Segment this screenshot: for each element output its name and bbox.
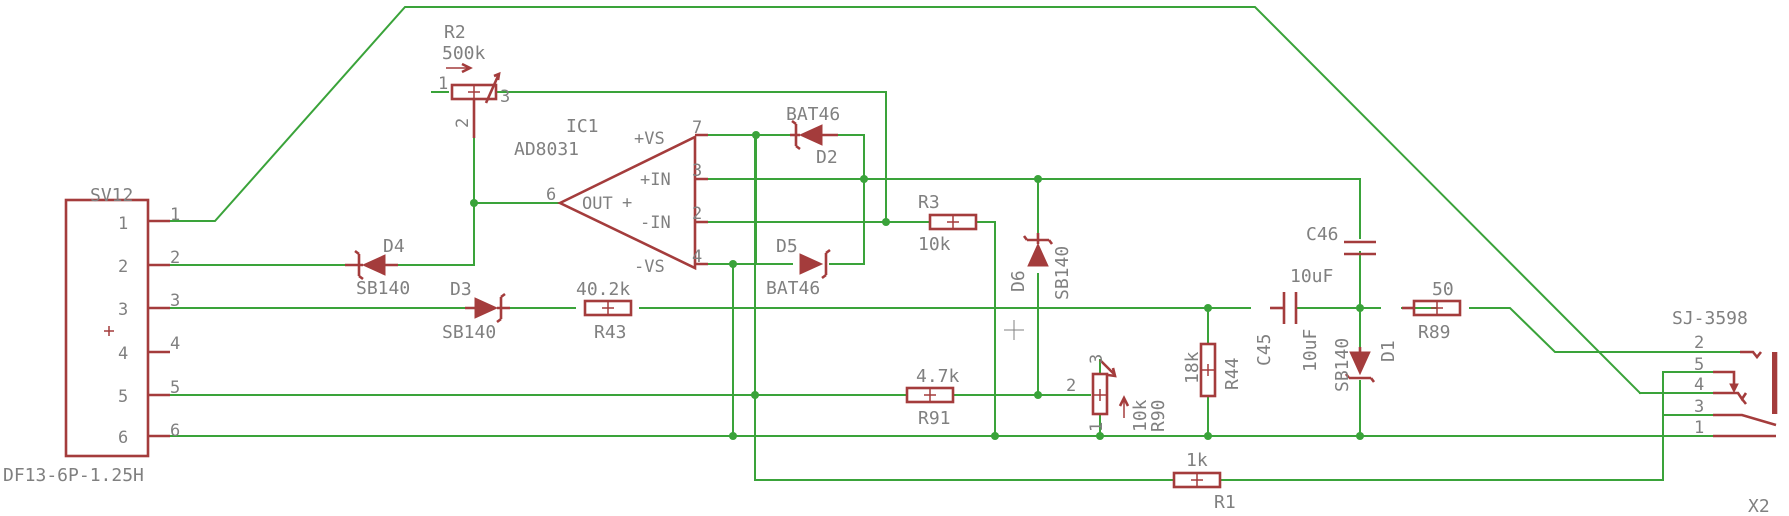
svg-text:+: + (622, 193, 632, 213)
sv12-pin-num-5: 5 (170, 378, 180, 398)
r91-value: 4.7k (916, 366, 960, 387)
sv12-pin-num-3: 3 (170, 291, 180, 311)
sv12-pin-num-2: 2 (170, 248, 180, 268)
r1-value: 1k (1186, 450, 1208, 471)
r90-value: 10k (1130, 399, 1151, 432)
c45-value: 10uF (1300, 329, 1321, 372)
opamp-ic1: IC1 AD8031 OUT + +VS +IN -IN -VS 6 7 3 2… (514, 116, 708, 277)
ic1-out-label: OUT (582, 194, 613, 214)
x2-value: SJ-3598 (1672, 308, 1748, 329)
r90-pin-1: 1 (1087, 422, 1107, 432)
diode-d3: D3 SB140 (442, 279, 510, 343)
sv12-pin-num-6: 6 (170, 421, 180, 441)
ic1-inp-label: +IN (640, 170, 671, 190)
r43-name: R43 (594, 322, 627, 343)
sv12-pin-label-5: 5 (118, 387, 128, 407)
junctions (470, 131, 1364, 440)
ic1-value: AD8031 (514, 139, 579, 160)
origin-cross (1004, 320, 1024, 340)
ic1-pin-out: 6 (546, 185, 556, 205)
resistor-r89: 50 R89 (1402, 279, 1462, 343)
r90-name: R90 (1148, 399, 1169, 432)
resistor-r3: R3 10k (918, 192, 978, 255)
r89-value: 50 (1432, 279, 1454, 300)
capacitor-c45: C45 10uF (1254, 292, 1321, 372)
ic1-vsn-label: -VS (634, 257, 665, 277)
wires (167, 6, 1754, 481)
resistor-r1: 1k R1 (1172, 450, 1236, 513)
d2-value: BAT46 (786, 104, 840, 125)
r91-name: R91 (918, 408, 951, 429)
c46-name: C46 (1306, 224, 1339, 245)
d5-value: BAT46 (766, 278, 820, 299)
sv12-value: DF13-6P-1.25H (3, 465, 144, 486)
r2-pin-1: 1 (438, 74, 448, 94)
diode-d6: D6 SB140 (1008, 233, 1073, 300)
x2-name: X2 (1748, 496, 1770, 516)
potentiometer-r90: 2 3 1 10k R90 (1066, 354, 1169, 432)
sv12-name: SV12 (90, 185, 133, 206)
ic1-pin-inp: 3 (692, 161, 702, 181)
resistor-r44: 18k R44 (1182, 342, 1243, 398)
sv12-pin-label-2: 2 (118, 257, 128, 277)
ic1-pin-vsp: 7 (692, 118, 702, 138)
diode-d2: BAT46 D2 (786, 104, 840, 168)
d5-name: D5 (776, 236, 798, 257)
c46-value: 10uF (1290, 266, 1333, 287)
diode-d4: D4 SB140 (345, 236, 410, 299)
r2-pin-3: 3 (500, 87, 510, 107)
r2-pin-2: 2 (453, 118, 473, 128)
d1-name: D1 (1378, 340, 1399, 362)
jack-x2: SJ-3598 X2 2 5 4 3 1 (1672, 308, 1778, 516)
c45-name: C45 (1254, 333, 1275, 366)
r2-name: R2 (444, 22, 466, 43)
r2-value: 500k (442, 43, 486, 64)
sv12-pin-label-6: 6 (118, 428, 128, 448)
r44-value: 18k (1182, 351, 1203, 384)
x2-pin-4: 4 (1694, 375, 1704, 395)
r43-value: 40.2k (576, 279, 630, 300)
resistor-r91: 4.7k R91 (905, 366, 960, 429)
d1-value: SB140 (1332, 338, 1353, 392)
r3-value: 10k (918, 234, 951, 255)
sv12-pin-label-1: 1 (118, 214, 128, 234)
x2-pin-5: 5 (1694, 355, 1704, 375)
ic1-name: IC1 (566, 116, 599, 137)
x2-pin-2: 2 (1694, 333, 1704, 353)
r44-name: R44 (1222, 357, 1243, 390)
sv12-pin-label-3: 3 (118, 300, 128, 320)
sv12-pin-num-4: 4 (170, 334, 180, 354)
resistor-r43: 40.2k R43 (576, 279, 633, 343)
r90-pin-2: 2 (1066, 376, 1076, 396)
r90-pin-3: 3 (1087, 354, 1107, 364)
x2-pin-1: 1 (1694, 418, 1704, 438)
r3-name: R3 (918, 192, 940, 213)
ic1-vsp-label: +VS (634, 129, 665, 149)
connector-sv12: SV12 DF13-6P-1.25H 1 2 3 4 5 6 1 2 3 4 5… (3, 185, 180, 486)
ic1-pin-inn: 2 (692, 204, 702, 224)
d6-name: D6 (1008, 270, 1029, 292)
d4-name: D4 (383, 236, 405, 257)
capacitor-c46: C46 10uF (1290, 224, 1376, 287)
d3-name: D3 (450, 279, 472, 300)
x2-pin-3: 3 (1694, 397, 1704, 417)
diode-d5: D5 BAT46 (766, 236, 831, 299)
potentiometer-r2: R2 500k 1 3 2 (438, 22, 510, 138)
d6-value: SB140 (1052, 246, 1073, 300)
r1-name: R1 (1214, 492, 1236, 513)
d2-name: D2 (816, 147, 838, 168)
d4-value: SB140 (356, 278, 410, 299)
d3-value: SB140 (442, 322, 496, 343)
diode-d1: D1 SB140 (1332, 338, 1399, 392)
ic1-inn-label: -IN (640, 213, 671, 233)
ic1-pin-vsn: 4 (692, 247, 702, 267)
sv12-pin-num-1: 1 (170, 205, 180, 225)
r89-name: R89 (1418, 322, 1451, 343)
sv12-pin-label-4: 4 (118, 344, 128, 364)
